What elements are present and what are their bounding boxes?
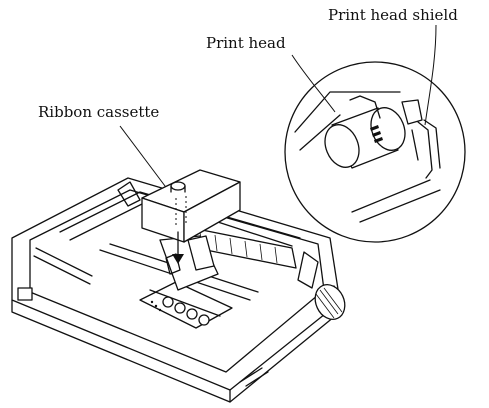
panel-button-2 — [174, 302, 186, 314]
front-vent — [239, 367, 269, 387]
print-head-drum — [324, 107, 406, 169]
insert-arrow — [172, 231, 184, 264]
detail-circle — [284, 61, 466, 243]
label-print-head-shield: Print head shield — [328, 6, 458, 24]
platen-knob — [314, 283, 346, 321]
leader-ribbon-cassette — [119, 125, 169, 191]
detail-magnifier — [284, 61, 466, 243]
detail-frame-upper — [294, 91, 401, 133]
right-tractor — [297, 251, 319, 289]
detail-frame-lower2 — [359, 189, 441, 223]
leader-print-head-shield — [424, 24, 437, 126]
leader-print-head — [291, 54, 336, 113]
left-tractor — [117, 181, 141, 207]
printer — [11, 169, 346, 403]
panel-button-4 — [198, 314, 210, 326]
label-ribbon-cassette: Ribbon cassette — [38, 103, 159, 121]
detail-frame-inner — [299, 114, 341, 151]
label-print-head: Print head — [206, 34, 286, 52]
carriage — [159, 235, 219, 291]
print-head-shield — [401, 99, 441, 179]
left-latch — [17, 287, 33, 301]
panel-button-3 — [186, 308, 198, 320]
ribbon-cassette — [141, 169, 241, 243]
detail-frame-lower — [351, 179, 431, 213]
cassette-knob — [170, 181, 186, 191]
panel-button-1 — [162, 296, 174, 308]
cassette-side — [183, 181, 241, 243]
control-panel — [139, 281, 233, 329]
head-bracket — [349, 95, 381, 119]
